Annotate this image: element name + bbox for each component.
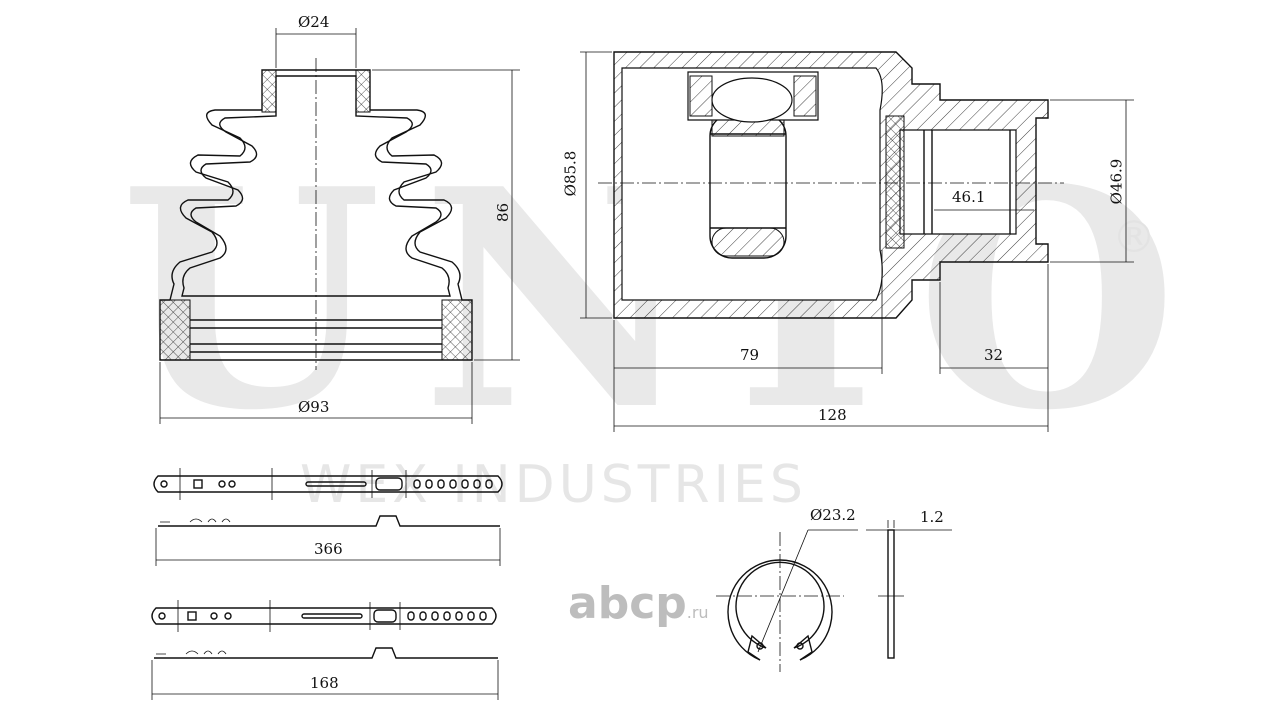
dim-boot-height: 86 — [494, 202, 513, 223]
dim-circlip-diameter: Ø23.2 — [810, 506, 856, 524]
dim-joint-shaft-length: 32 — [984, 346, 1004, 364]
cv-joint-view — [580, 51, 1134, 432]
dim-boot-small-diameter: Ø24 — [298, 13, 330, 31]
brand-logo: abcp.ru — [568, 578, 709, 629]
watermark-registered-mark: ® — [1112, 212, 1156, 263]
clamp-small-view — [151, 600, 499, 700]
dim-boot-large-diameter: Ø93 — [298, 398, 330, 416]
cv-boot-view — [159, 28, 520, 424]
dim-clamp-small-length: 168 — [310, 674, 339, 692]
dim-joint-shaft-diameter: Ø46.9 — [1107, 158, 1126, 205]
dim-clamp-large-length: 366 — [314, 540, 343, 558]
dim-joint-total-length: 128 — [818, 406, 847, 424]
brand-suffix: .ru — [686, 603, 709, 622]
circlip-view — [716, 520, 952, 672]
brand-name: abcp — [568, 578, 687, 629]
dim-circlip-thickness: 1.2 — [920, 508, 944, 526]
dim-joint-outer-diameter: Ø85.8 — [561, 150, 580, 197]
dim-joint-body-length: 79 — [740, 346, 760, 364]
clamp-large-view — [153, 468, 503, 566]
watermark-company: WEX INDUSTRIES — [300, 455, 807, 515]
dim-joint-inner-depth: 46.1 — [952, 188, 986, 206]
